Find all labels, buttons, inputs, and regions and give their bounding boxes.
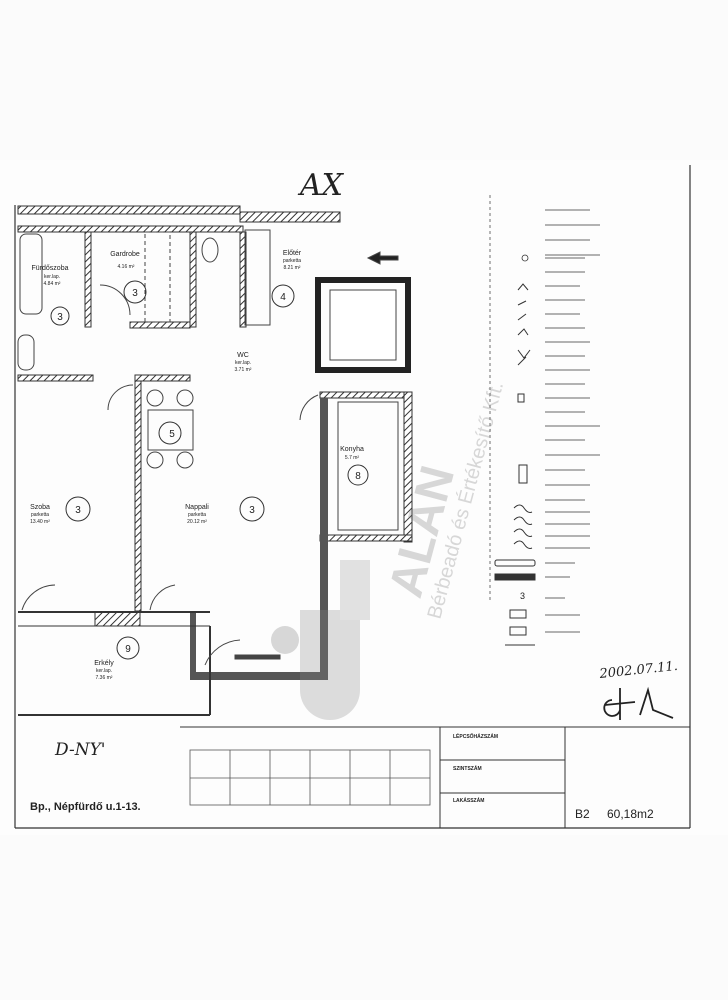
title-block — [180, 726, 690, 828]
svg-text:parketta: parketta — [283, 258, 301, 264]
svg-text:3: 3 — [132, 288, 138, 299]
svg-text:parketta: parketta — [31, 512, 49, 518]
legend: 3 — [494, 209, 600, 646]
stair-number-label: LÉPCSŐHÁZSZÁM — [453, 732, 498, 740]
watermark: Bérbeadó és Értékesítő Kft. ALAN — [271, 379, 508, 720]
svg-text:8: 8 — [355, 471, 361, 482]
drawing-frame — [14, 165, 691, 829]
room-furdoszoba: Fürdőszoba ker.lap.4.84 m² — [32, 265, 69, 287]
svg-text:ker.lap.: ker.lap. — [235, 360, 251, 366]
svg-text:4.84 m²: 4.84 m² — [44, 281, 61, 287]
svg-text:Konyha: Konyha — [340, 446, 364, 453]
orientation-note: D-NY' — [54, 740, 105, 760]
apartment-number-label: LAKÁSSZÁM — [453, 797, 484, 804]
walls — [17, 205, 413, 716]
svg-text:3: 3 — [249, 505, 255, 516]
room-konyha: Konyha 5.7 m² — [340, 446, 364, 461]
room-gardrobe: Gardrobe 4.16 m² — [110, 251, 140, 270]
handwritten-mark: AX — [297, 168, 345, 203]
svg-text:3: 3 — [520, 591, 525, 601]
svg-text:8.21 m²: 8.21 m² — [284, 265, 301, 271]
svg-text:Szoba: Szoba — [30, 504, 50, 511]
svg-text:4: 4 — [280, 292, 286, 303]
fixtures — [17, 229, 399, 666]
svg-text:5.7 m²: 5.7 m² — [345, 455, 360, 461]
svg-text:Gardrobe: Gardrobe — [110, 251, 140, 258]
svg-text:WC: WC — [237, 352, 249, 359]
svg-text:9: 9 — [125, 644, 131, 655]
svg-text:Erkély: Erkély — [94, 660, 114, 667]
svg-text:5: 5 — [169, 429, 175, 440]
svg-text:ker.lap.: ker.lap. — [96, 668, 112, 674]
signature-date: 2002.07.11. — [598, 659, 679, 682]
svg-text:4.16 m²: 4.16 m² — [118, 264, 135, 270]
svg-text:7.36 m²: 7.36 m² — [96, 675, 113, 681]
scanned-sheet — [0, 160, 728, 835]
svg-text:ker.lap.: ker.lap. — [44, 274, 60, 280]
svg-text:3: 3 — [75, 505, 81, 516]
room-markers: 3 3 4 5 8 3 3 9 — [50, 280, 369, 660]
svg-text:Nappali: Nappali — [185, 504, 209, 511]
svg-text:parketta: parketta — [188, 512, 206, 518]
svg-text:20.12 m²: 20.12 m² — [187, 519, 207, 525]
svg-text:3.71 m²: 3.71 m² — [235, 367, 252, 373]
apartment-code: B2 — [575, 807, 590, 821]
total-area: 60,18m2 — [607, 807, 654, 821]
svg-text:13.40 m²: 13.40 m² — [30, 519, 50, 525]
svg-text:3: 3 — [57, 312, 63, 323]
svg-text:Fürdőszoba: Fürdőszoba — [32, 265, 69, 272]
svg-text:Előtér: Előtér — [283, 250, 302, 257]
address: Bp., Népfürdő u.1-13. — [30, 801, 141, 813]
floor-number-label: SZINTSZÁM — [453, 765, 482, 772]
signature — [603, 686, 674, 720]
